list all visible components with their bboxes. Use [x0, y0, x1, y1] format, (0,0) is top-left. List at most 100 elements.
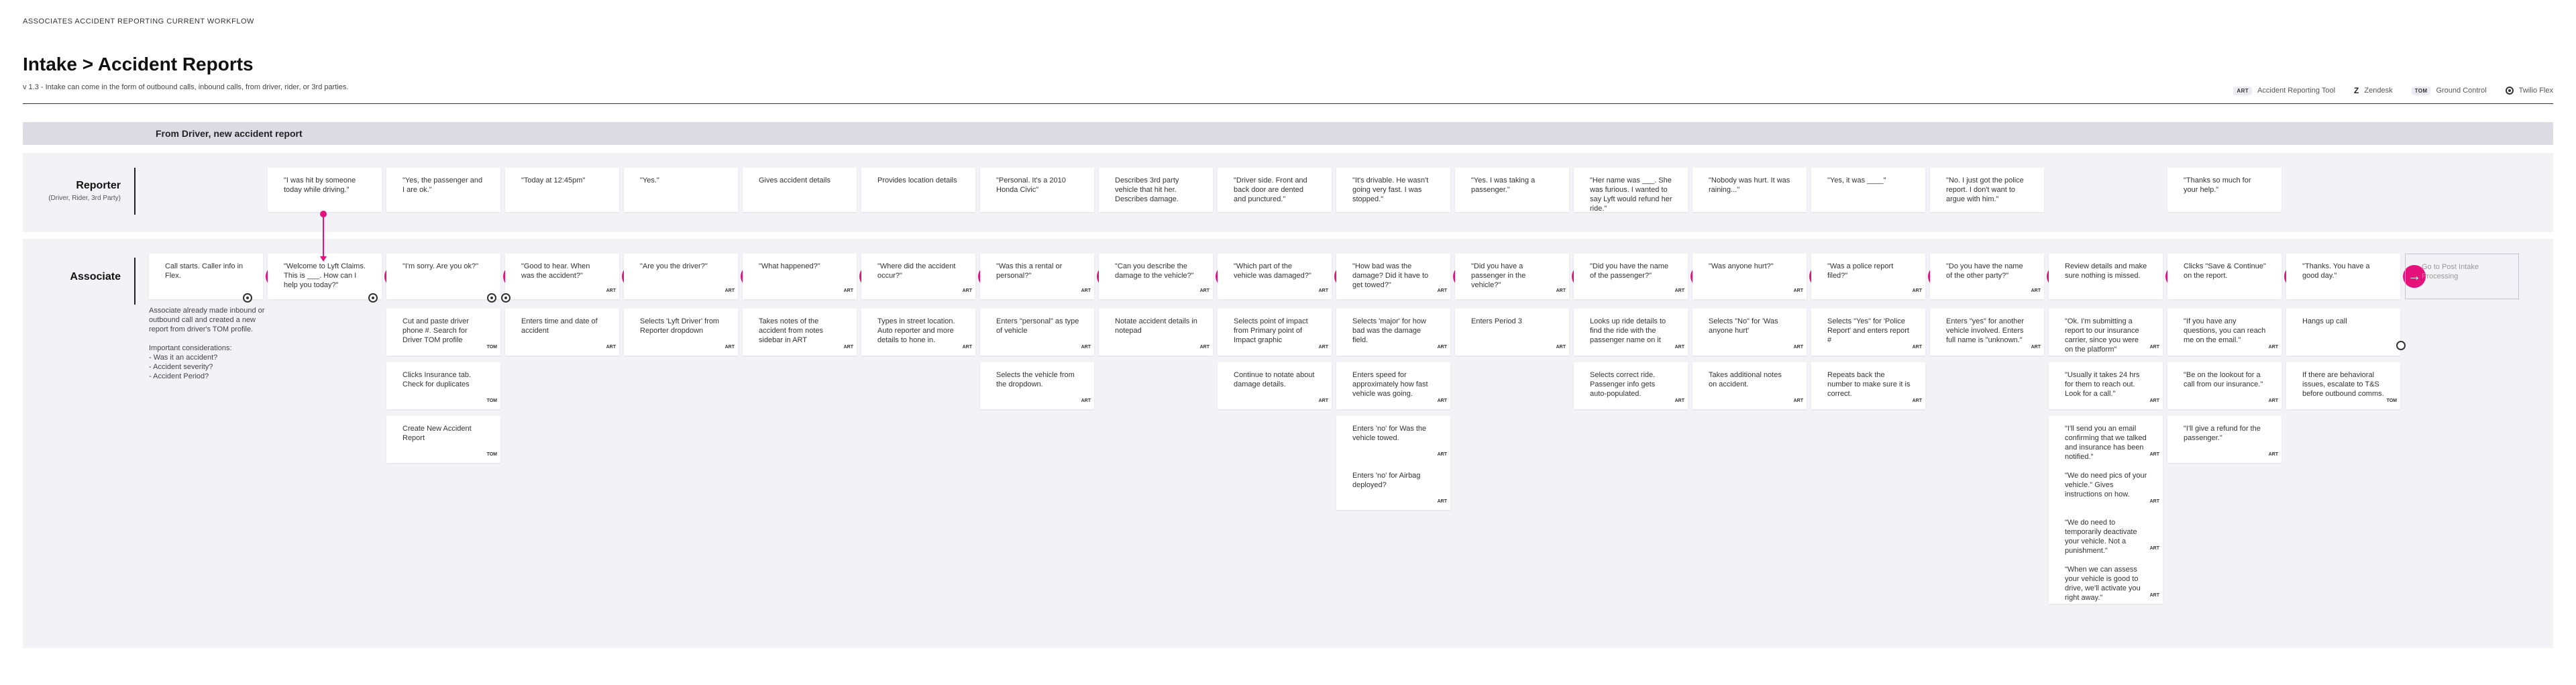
- art-tag-icon: ART: [2268, 345, 2278, 350]
- card-text: Enters time and date of accident: [521, 317, 598, 335]
- card-text: Go to Post Intake Processing: [2422, 263, 2479, 280]
- card-text: Looks up ride details to find the ride w…: [1590, 317, 1666, 344]
- task-card: Selects 'major' for how bad was the dama…: [1336, 309, 1450, 356]
- art-tag-icon: ART: [1437, 288, 1447, 293]
- card-text: Clicks "Save & Continue" on the report.: [2184, 262, 2266, 280]
- card-text: "Which part of the vehicle was damaged?": [1234, 262, 1311, 280]
- reporter-card: "Personal. It's a 2010 Honda Civic": [980, 168, 1094, 212]
- reporter-lane-label: Reporter (Driver, Rider, 3rd Party): [23, 180, 121, 202]
- reporter-card: "It's drivable. He wasn't going very fas…: [1336, 168, 1450, 212]
- art-tag-icon: ART: [1318, 399, 1328, 403]
- task-card: Selects "Yes" for 'Police Report' and en…: [1811, 309, 1925, 356]
- reporter-card: "Yes. I was taking a passenger.": [1455, 168, 1569, 212]
- card-text: Enters "personal" as type of vehicle: [996, 317, 1079, 335]
- twilio-icon: [487, 293, 496, 303]
- card-text: "I'm sorry. Are you ok?": [402, 262, 479, 270]
- card-text: Continue to notate about damage details.: [1234, 371, 1315, 388]
- associate-card: "I'm sorry. Are you ok?": [386, 254, 500, 303]
- task-card: Clicks Insurance tab. Check for duplicat…: [386, 362, 500, 409]
- art-tag-icon: ART: [2149, 399, 2159, 403]
- card-text: "If you have any questions, you can reac…: [2184, 317, 2266, 344]
- card-text: Cut and paste driver phone #. Search for…: [402, 317, 470, 344]
- reporter-card: "Yes, the passenger and I are ok.": [386, 168, 500, 212]
- page-kicker: ASSOCIATES ACCIDENT REPORTING CURRENT WO…: [23, 17, 254, 25]
- card-text: Notate accident details in notepad: [1115, 317, 1197, 335]
- card-text: Repeats back the number to make sure it …: [1827, 371, 1911, 398]
- card-text: "Good to hear. When was the accident?": [521, 262, 590, 280]
- art-tag-icon: ART: [1081, 345, 1091, 350]
- card-text: "Where did the accident occur?": [877, 262, 956, 280]
- reporter-card: "Driver side. Front and back door are de…: [1218, 168, 1332, 212]
- art-tag-icon: ART: [1674, 288, 1684, 293]
- associate-card: Review details and make sure nothing is …: [2049, 254, 2163, 299]
- post-intake-card[interactable]: Go to Post Intake Processing: [2405, 254, 2519, 299]
- card-text: "What happened?": [759, 262, 820, 270]
- associate-card: "Was a police report filed?"ART: [1811, 254, 1925, 299]
- art-tag-icon: ART: [2268, 399, 2278, 403]
- art-tag-icon: ART: [1318, 345, 1328, 350]
- next-arrow-icon: →: [2403, 265, 2426, 288]
- zendesk-icon: Z: [2354, 86, 2359, 95]
- card-text: "Are you the driver?": [640, 262, 708, 270]
- art-tag-icon: ART: [2268, 452, 2278, 457]
- art-tag-icon: ART: [1081, 399, 1091, 403]
- task-card: Selects 'Lyft Driver' from Reporter drop…: [624, 309, 738, 356]
- associate-card: "Good to hear. When was the accident?" AR…: [501, 254, 619, 303]
- art-tag-icon: ART: [843, 288, 853, 293]
- title-divider: [23, 103, 2553, 104]
- art-tag-icon: ART: [2149, 452, 2159, 457]
- twilio-icon: [243, 293, 252, 303]
- art-tag-icon: ART: [1793, 288, 1803, 293]
- art-tag-icon: ART: [606, 288, 616, 293]
- art-tag-icon: ART: [1437, 345, 1447, 350]
- reporter-card: "Thanks so much for your help.": [2167, 168, 2282, 212]
- task-card: Selects point of impact from Primary poi…: [1218, 309, 1332, 356]
- reporter-card: "Today at 12:45pm": [505, 168, 619, 212]
- legend-item-twilio: Twilio Flex: [2505, 87, 2553, 95]
- art-tag-icon: ART: [843, 345, 853, 350]
- reporter-card: Gives accident details: [743, 168, 857, 212]
- task-card: Takes notes of the accident from notes s…: [743, 309, 857, 356]
- lane-title: Reporter: [76, 180, 121, 191]
- card-text: Selects 'major' for how bad was the dama…: [1352, 317, 1426, 344]
- task-card: Continue to notate about damage details.…: [1218, 362, 1332, 409]
- task-card: Cut and paste driver phone #. Search for…: [386, 309, 500, 356]
- card-text: Selects correct ride. Passenger info get…: [1590, 371, 1656, 398]
- art-tag-icon: ART: [724, 345, 735, 350]
- associate-card: "What happened?" ART: [743, 254, 857, 299]
- legend-label: Zendesk: [2364, 87, 2393, 95]
- art-tag-icon: ART: [1081, 288, 1091, 293]
- associate-notes: Associate already made inbound or outbou…: [149, 307, 265, 380]
- art-tag-icon: ART: [606, 345, 616, 350]
- card-text: Types in street location. Auto reporter …: [877, 317, 955, 344]
- section-header: From Driver, new accident report: [23, 122, 2553, 145]
- reporter-card: "Her name was ___. She was furious. I wa…: [1574, 168, 1688, 213]
- art-tag-icon: ART: [1437, 499, 1447, 504]
- associate-card: "Did you have a passenger in the vehicle…: [1455, 254, 1569, 299]
- lane-divider: [134, 168, 136, 215]
- art-tag-icon: ART: [2149, 546, 2159, 551]
- art-tag-icon: ART: [1199, 345, 1210, 350]
- task-card: Enters 'no' for Was the vehicle towed.AR…: [1336, 416, 1450, 463]
- card-text: "Be on the lookout for a call from our i…: [2184, 371, 2263, 388]
- card-text: Call starts. Caller info in Flex.: [165, 262, 244, 280]
- page-title: Intake > Accident Reports: [23, 54, 254, 74]
- task-card: Enters "yes" for another vehicle involve…: [1930, 309, 2044, 356]
- reporter-card: Describes 3rd party vehicle that hit her…: [1099, 168, 1213, 212]
- art-tag-icon: ART: [1793, 345, 1803, 350]
- card-text: Selects point of impact from Primary poi…: [1234, 317, 1308, 344]
- task-card: "We do need to temporarily deactivate yo…: [2049, 510, 2163, 557]
- art-tag-icon: ART: [1674, 345, 1684, 350]
- card-text: "We do need to temporarily deactivate yo…: [2065, 519, 2137, 555]
- reporter-card: "Yes.": [624, 168, 738, 212]
- card-text: "Did you have the name of the passenger?…: [1590, 262, 1669, 280]
- lane-subtitle: (Driver, Rider, 3rd Party): [48, 195, 121, 202]
- associate-card: "Can you describe the damage to the vehi…: [1099, 254, 1213, 299]
- task-card: Enters 'no' for Airbag deployed?ART: [1336, 463, 1450, 510]
- task-card: Selects the vehicle from the dropdown.AR…: [980, 362, 1094, 409]
- associate-card: "Was anyone hurt?"ART: [1693, 254, 1807, 299]
- art-tag-icon: ART: [2149, 345, 2159, 350]
- art-tag-icon: ART: [1912, 288, 1922, 293]
- art-tag-icon: ART: [1318, 288, 1328, 293]
